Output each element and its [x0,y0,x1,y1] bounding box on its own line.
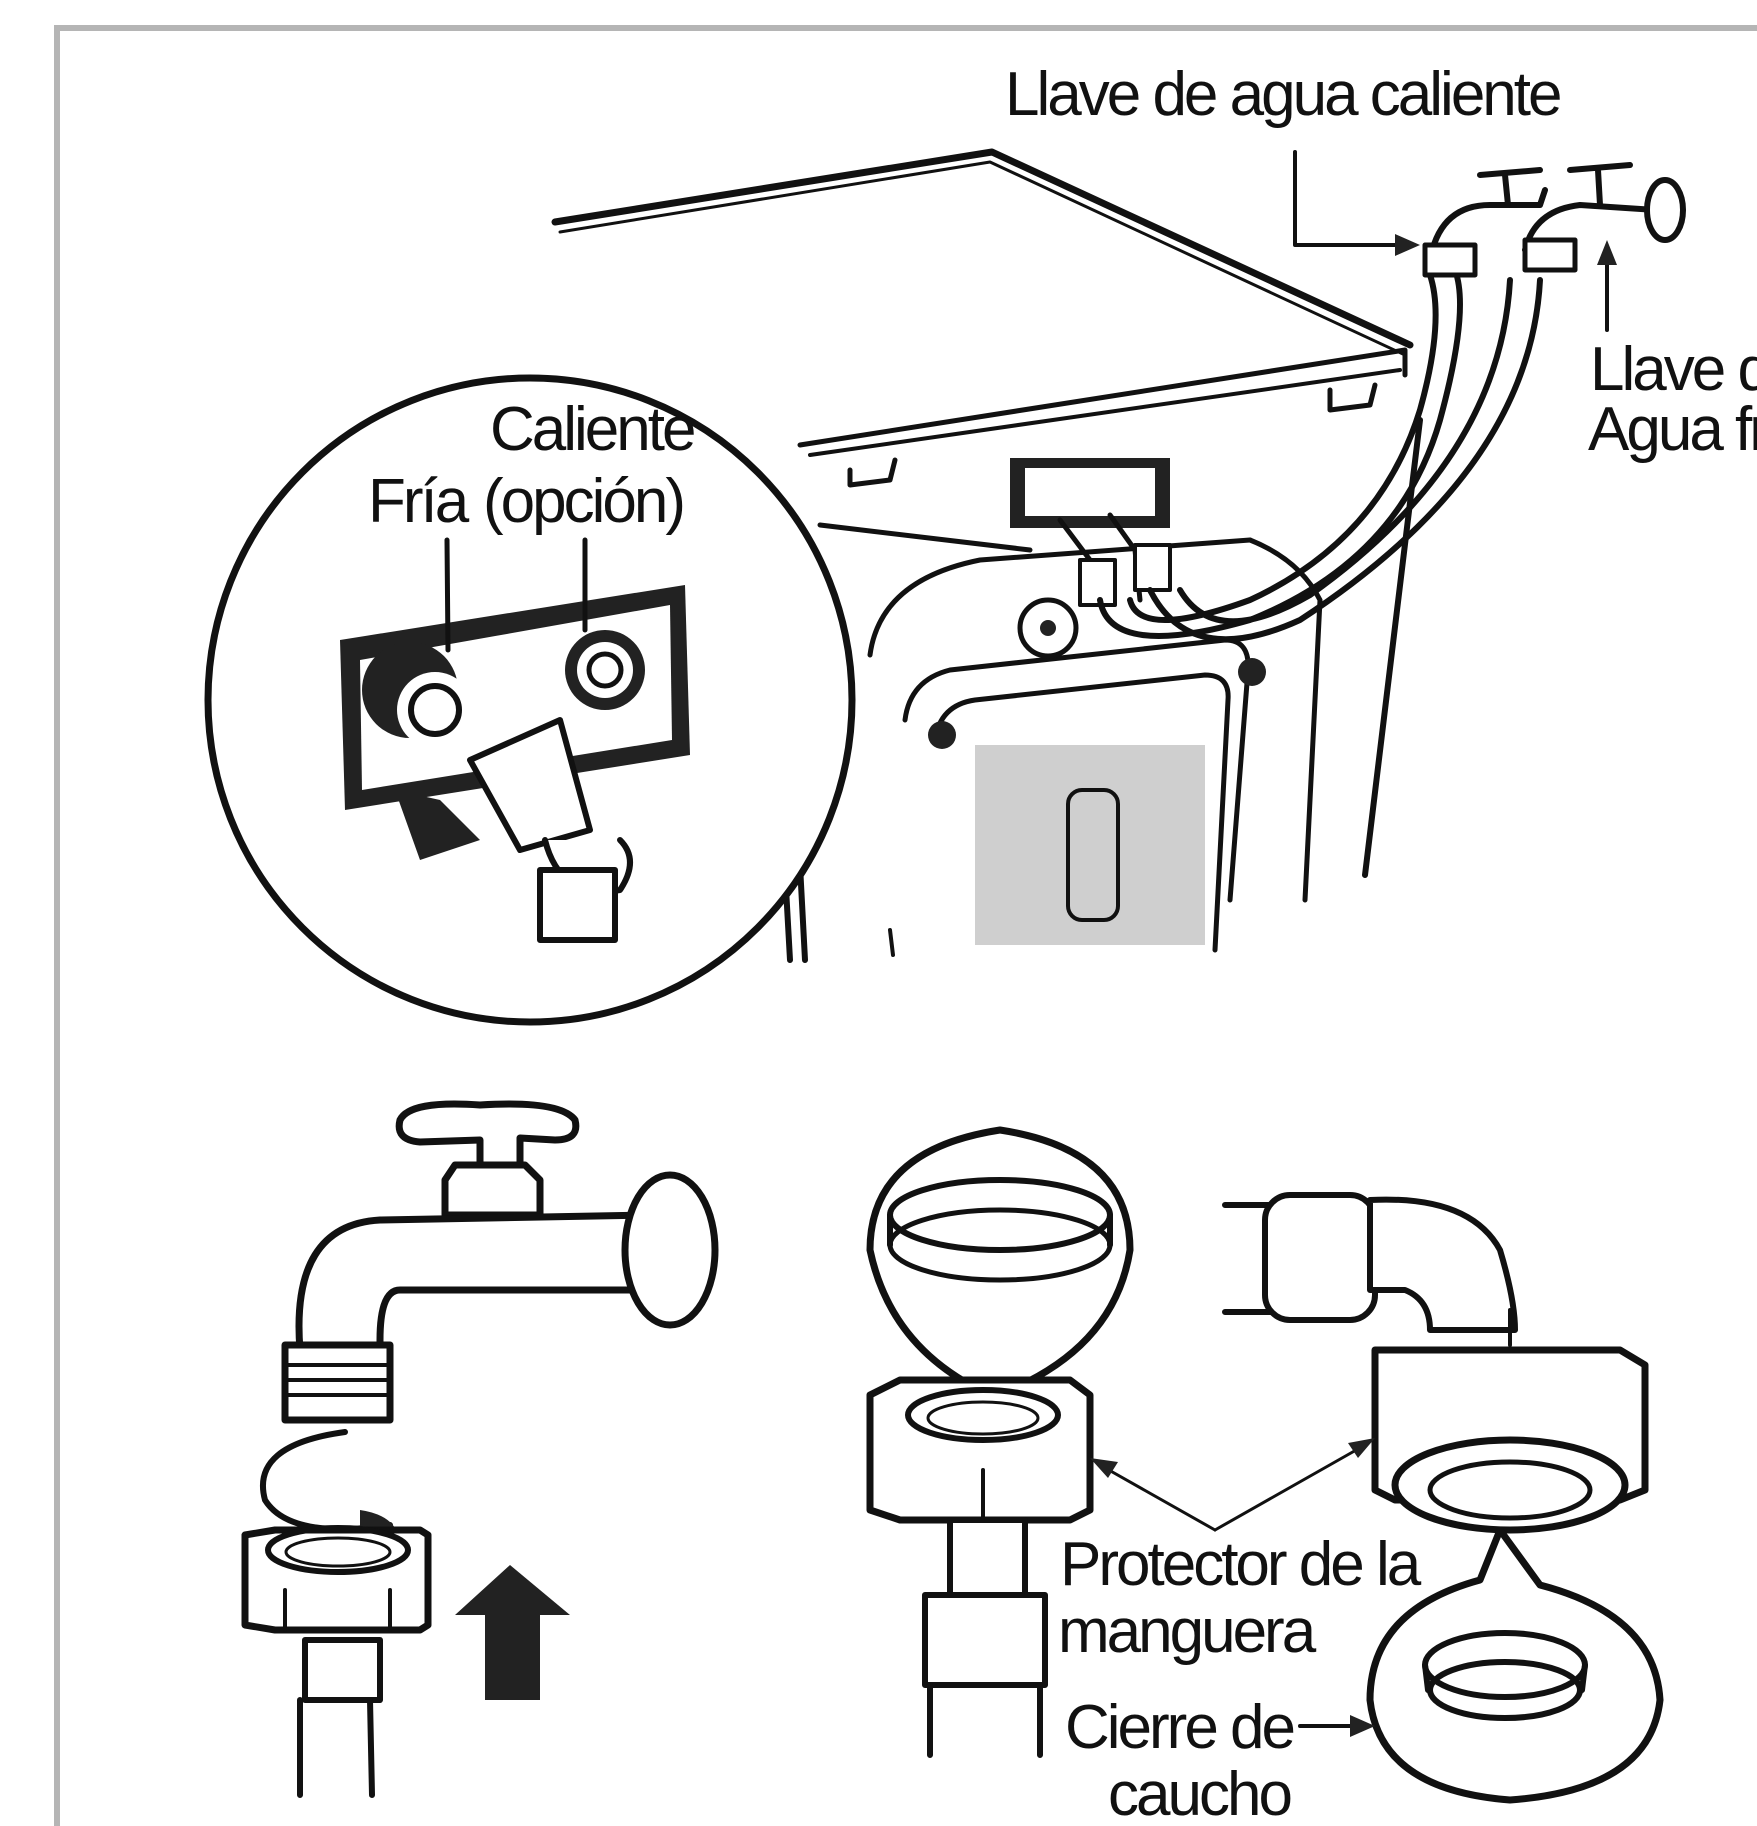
hot-tap-label: Llave de agua caliente [1005,60,1560,129]
cold-inlet-label: Fría [368,467,470,536]
tap-coupling-illustration [245,1104,715,1795]
hot-inlet-option-label: (opción) [483,467,683,536]
hose-protector-label-line2: manguera [1058,1597,1317,1666]
cold-tap-label-line1: Llave de [1590,335,1757,404]
wall-taps [1425,165,1683,275]
hot-inlet-label: Caliente [490,395,694,464]
hose-protector-label-line1: Protector de la [1060,1530,1422,1599]
cold-tap-label-line2: Agua fría [1588,395,1757,464]
rubber-seal-label-line1: Cierre de [1065,1693,1294,1762]
rubber-seal-label-line2: caucho [1108,1760,1290,1826]
